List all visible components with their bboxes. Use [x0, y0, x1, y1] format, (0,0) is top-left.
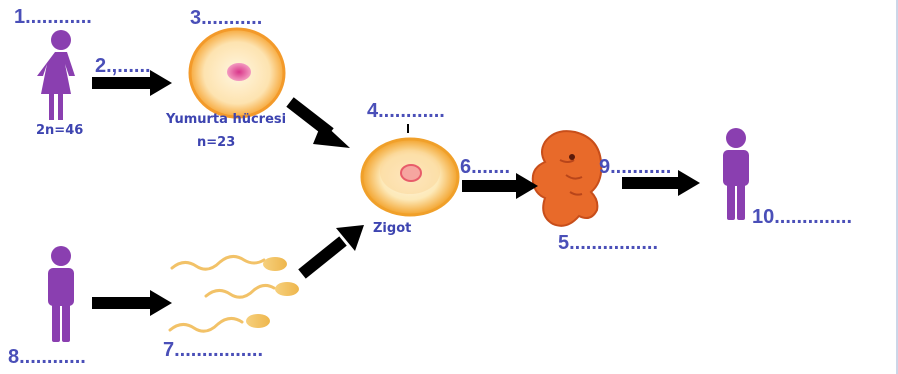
arrow-egg-to-zygote [290, 102, 350, 148]
father-icon [48, 246, 74, 342]
blank-label-7: 7................ [163, 340, 263, 360]
embryo-icon [533, 131, 602, 226]
blank-label-8: 8............ [8, 347, 86, 367]
arrow-father-to-sperm [92, 290, 172, 316]
mother-icon [37, 30, 75, 120]
blank-label-2: 2.,...... [95, 56, 151, 76]
egg-cell-label: Yumurta hücresi [166, 113, 286, 126]
blank-label-1: 1............ [14, 7, 92, 27]
egg-cell-icon [190, 29, 284, 117]
blank-label-5: 5................ [558, 233, 658, 253]
blank-label-4: 4............ [367, 101, 445, 121]
blank-label-9: 9........... [599, 157, 671, 177]
zygote-label: Zigot [373, 222, 411, 235]
mother-chromosome-label: 2n=46 [36, 124, 83, 137]
blank-label-3: 3........... [190, 8, 262, 28]
person-icon [723, 128, 749, 220]
blank-label-10: 10.............. [752, 207, 852, 227]
arrow-sperm-to-zygote [302, 225, 364, 274]
sperm-icon [170, 256, 299, 331]
zygote-icon [362, 124, 458, 215]
egg-chromosome-label: n=23 [197, 136, 235, 149]
blank-label-6: 6....... [460, 157, 510, 177]
